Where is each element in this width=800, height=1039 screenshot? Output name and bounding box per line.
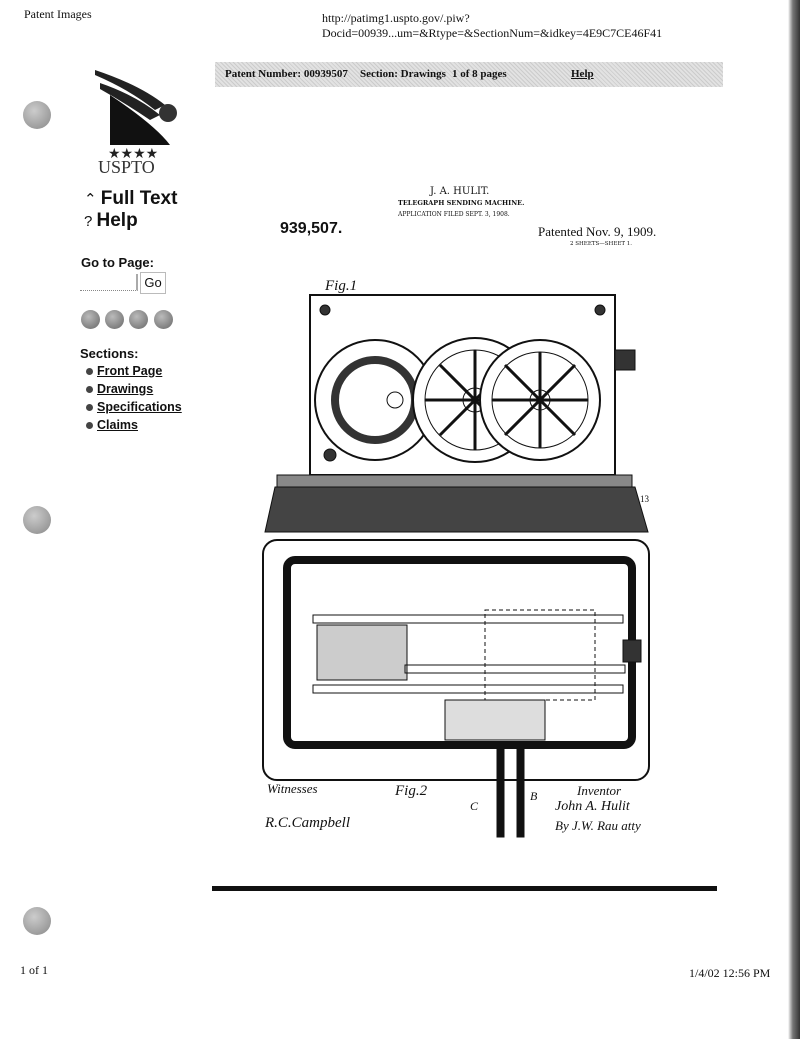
svg-text:Fig.1: Fig.1 (324, 278, 357, 294)
svg-text:R.C.Campbell: R.C.Campbell (264, 815, 350, 831)
section-specifications[interactable]: Specifications (86, 400, 182, 414)
last-page-button[interactable] (154, 310, 173, 329)
uspto-logo: ★★★★ USPTO (95, 70, 177, 175)
bullet-icon (86, 368, 93, 375)
punch-hole (23, 101, 51, 129)
svg-text:13: 13 (640, 494, 650, 504)
svg-text:USPTO: USPTO (98, 157, 155, 175)
help-link[interactable]: Help (571, 68, 594, 80)
next-page-button[interactable] (129, 310, 148, 329)
svg-text:★★★★: ★★★★ (108, 147, 158, 162)
first-page-button[interactable] (81, 310, 100, 329)
full-text-label: Full Text (100, 188, 178, 209)
section-drawings[interactable]: Drawings (86, 382, 153, 396)
patent-title: TELEGRAPH SENDING MACHINE. (398, 199, 525, 207)
svg-text:By J.W. Rau atty: By J.W. Rau atty (555, 818, 641, 833)
section-claims[interactable]: Claims (86, 418, 138, 432)
svg-text:C: C (470, 799, 479, 813)
full-text-link[interactable]: ⌃ Full Text (84, 188, 177, 210)
print-header-url: http://patimg1.uspto.gov/.piw?Docid=0093… (322, 11, 663, 40)
section-front-page[interactable]: Front Page (86, 364, 162, 378)
svg-text:Fig.2: Fig.2 (394, 783, 428, 799)
scan-edge (788, 0, 800, 1039)
patent-number: Patent Number: 00939507 (225, 68, 348, 80)
go-button[interactable]: Go (140, 272, 166, 294)
patent-number-large: 939,507. (280, 220, 343, 237)
patent-drawing: Fig.1 13 Fig.2 Witnesses Inventor C B R.… (262, 278, 650, 838)
footer-page: 1 of 1 (20, 963, 48, 977)
question-icon: ? (84, 213, 97, 230)
print-header-title: Patent Images (24, 7, 92, 21)
up-chevron-icon: ⌃ (84, 191, 101, 208)
patent-info-bar: Patent Number: 00939507 Section: Drawing… (215, 62, 723, 87)
page-count: 1 of 8 pages (452, 68, 507, 80)
sections-label: Sections: (80, 346, 139, 361)
patent-filed: APPLICATION FILED SEPT. 3, 1908. (398, 211, 510, 218)
bullet-icon (86, 386, 93, 393)
footer-datetime: 1/4/02 12:56 PM (689, 966, 771, 980)
svg-text:Inventor: Inventor (576, 783, 622, 798)
section-label: Section: Drawings (360, 68, 446, 80)
svg-text:B: B (530, 789, 538, 803)
punch-hole (23, 506, 51, 534)
sheet-info: 2 SHEETS—SHEET 1. (570, 241, 633, 247)
patented-date: Patented Nov. 9, 1909. (538, 224, 657, 239)
bullet-icon (86, 404, 93, 411)
patent-inventor: J. A. HULIT. (430, 186, 490, 197)
goto-page-input[interactable] (80, 274, 138, 291)
svg-text:John A. Hulit: John A. Hulit (555, 799, 631, 814)
help-nav-link[interactable]: ? Help (84, 210, 138, 232)
prev-page-button[interactable] (105, 310, 124, 329)
punch-hole (23, 907, 51, 935)
bullet-icon (86, 422, 93, 429)
page-bottom-rule (212, 886, 717, 891)
help-label: Help (96, 210, 138, 231)
svg-text:Witnesses: Witnesses (267, 781, 318, 796)
goto-label: Go to Page: (81, 255, 154, 270)
